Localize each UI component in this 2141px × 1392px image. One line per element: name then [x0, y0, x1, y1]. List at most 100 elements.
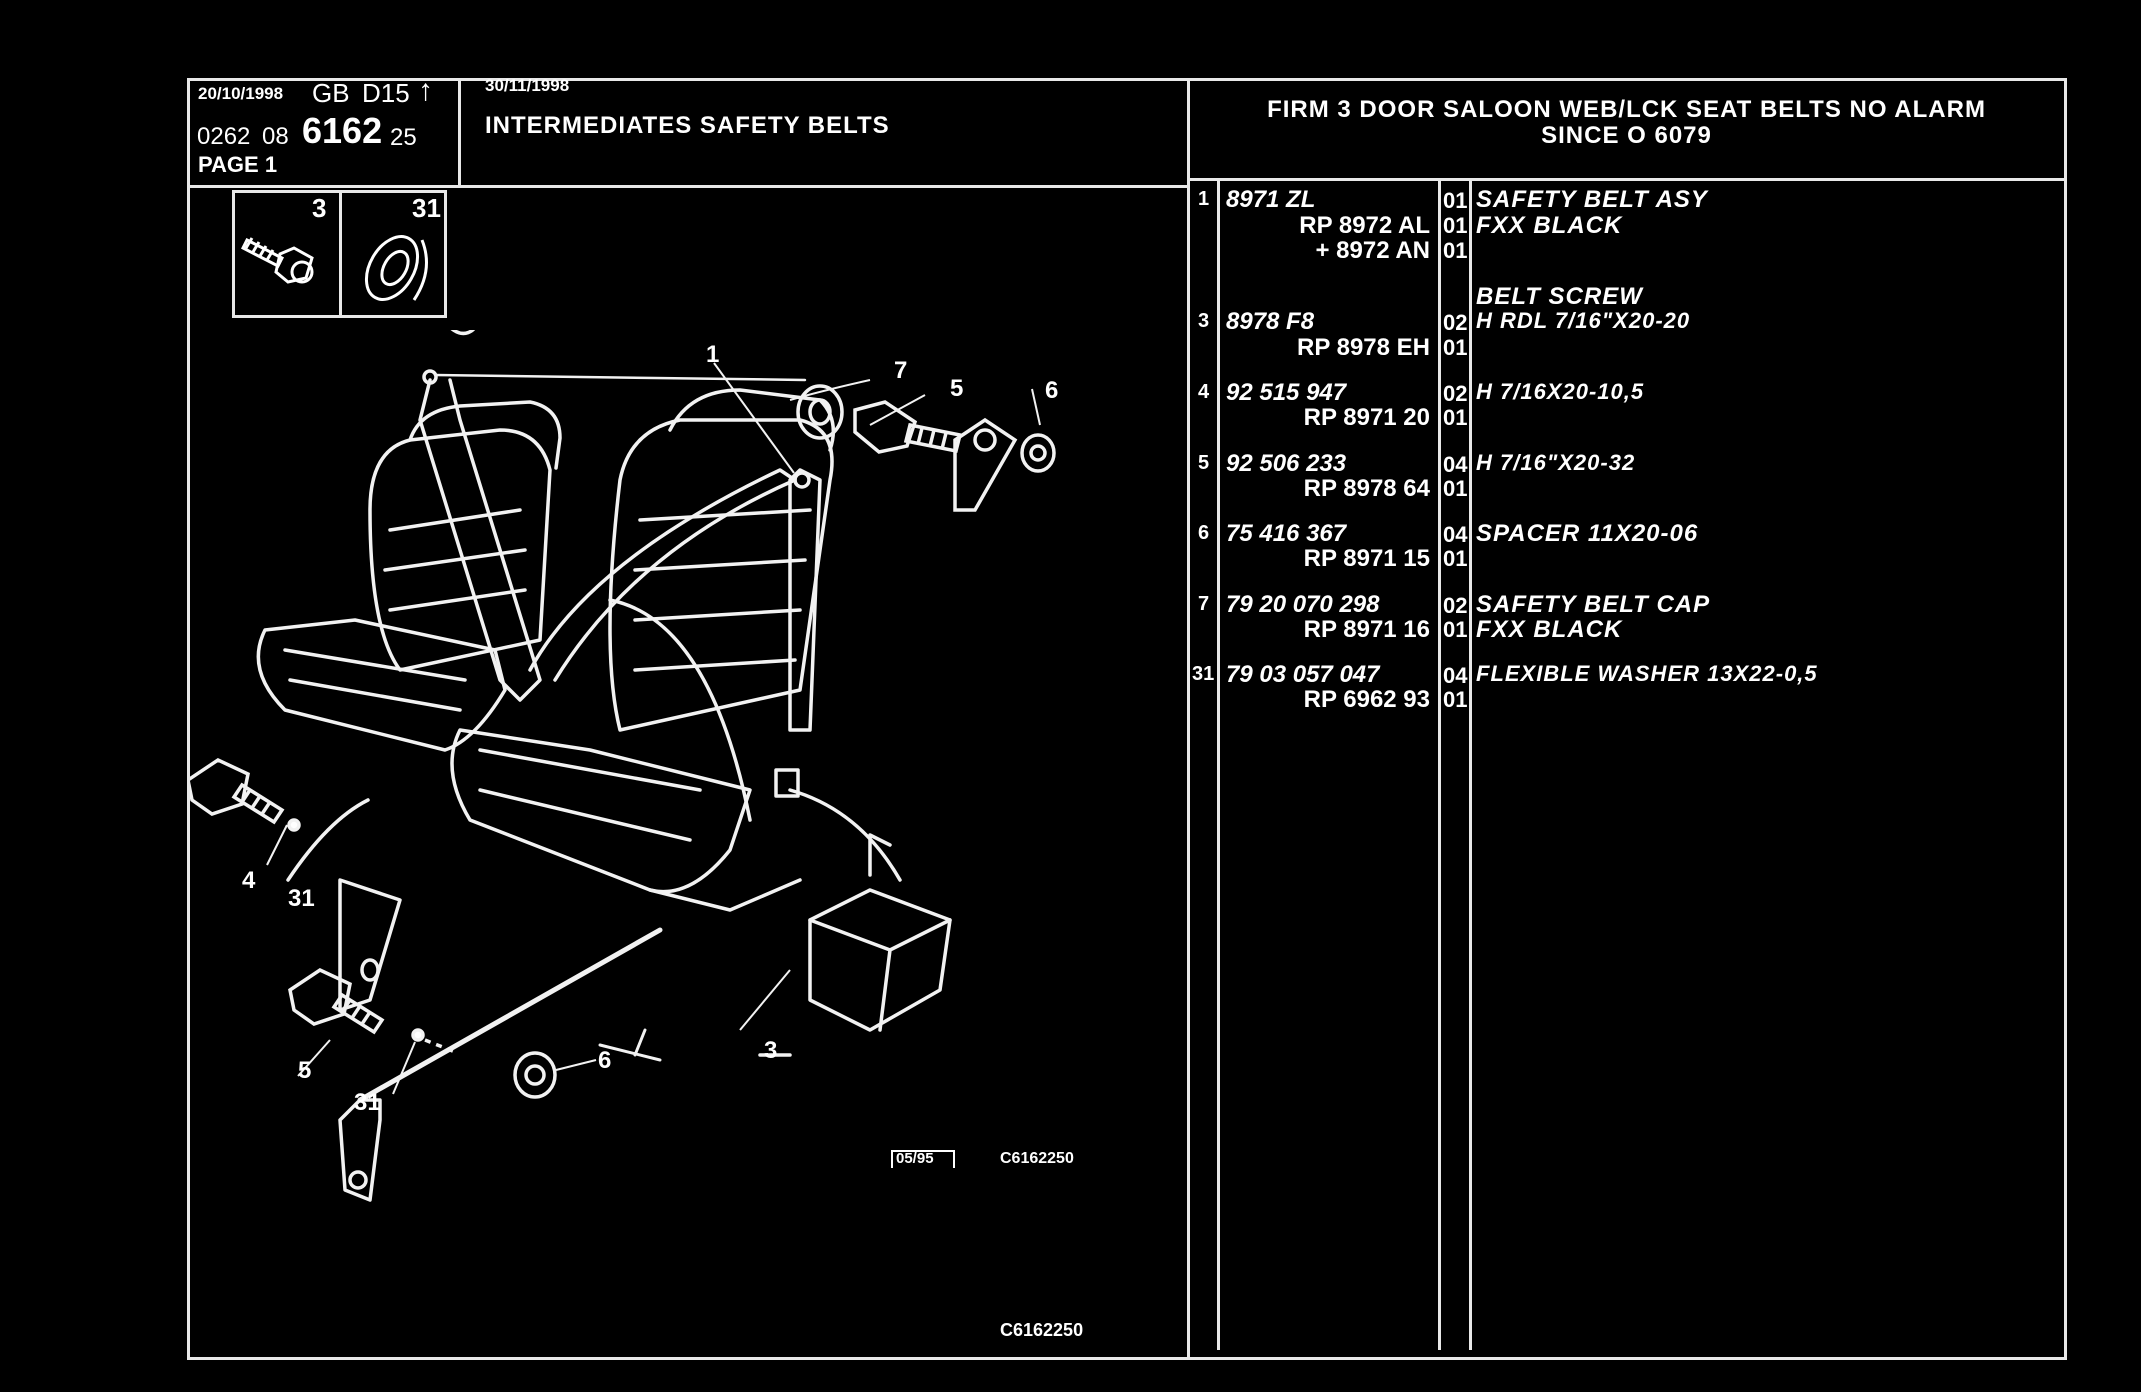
part-quantity: 02: [1443, 381, 1468, 406]
item-number: 5: [1198, 452, 1210, 474]
callout-6: 6: [1045, 377, 1058, 404]
callout-31-lower: 31: [354, 1089, 381, 1116]
header-page: PAGE 1: [198, 152, 278, 177]
part-reference: 79 20 070 298: [1226, 591, 1380, 618]
table-col-qty-left: [1438, 180, 1441, 1350]
replacement-reference: RP 8978 64: [1303, 475, 1430, 502]
stamp-code: C6162250: [1000, 1150, 1074, 1167]
part-reference: 92 506 233: [1226, 450, 1347, 477]
part-quantity: 02: [1443, 593, 1468, 618]
cap-part-7: [439, 330, 481, 336]
inset-drawings: [240, 235, 428, 301]
replacement-reference: RP 8971 20: [1303, 404, 1430, 431]
part-description-detail: FXX BLACK: [1476, 212, 1623, 239]
header-divider-left: [190, 185, 1188, 188]
callout-1: 1: [706, 341, 719, 368]
replacement-quantity: 01: [1443, 405, 1468, 430]
part-reference: 8978 F8: [1226, 308, 1315, 335]
section-title: INTERMEDIATES SAFETY BELTS: [485, 112, 890, 139]
header-market: GB: [312, 78, 350, 108]
anchor-plate-upper: [953, 417, 1018, 512]
part-description: SAFETY BELT CAP: [1476, 591, 1711, 618]
header-vertical-divider: [458, 80, 461, 186]
part-reference: 92 515 947: [1226, 379, 1347, 406]
part-description: FLEXIBLE WASHER 13X22-0,5: [1476, 661, 1818, 686]
diagram-table-divider: [1187, 80, 1190, 1358]
callout-4: 4: [242, 867, 256, 894]
part-description: H 7/16X20-10,5: [1476, 379, 1645, 404]
stamp-date-box: [891, 1150, 955, 1168]
replacement-quantity: 01: [1443, 687, 1468, 712]
inset-label-3: 3: [312, 193, 327, 223]
footer-code: C6162250: [1000, 1320, 1084, 1340]
part-reference: 8971 ZL: [1226, 186, 1316, 213]
buckle-anchor: [338, 1098, 382, 1202]
table-col-qty-right: [1469, 180, 1472, 1350]
part-description-detail: FXX BLACK: [1476, 616, 1623, 643]
washer-icon: [364, 235, 428, 301]
replacement-quantity: 01: [1443, 335, 1468, 360]
replacement-quantity: 01: [1443, 213, 1468, 238]
header-ref-prefix-1: 0262: [197, 123, 251, 150]
callout-31-left: 31: [288, 885, 315, 912]
part-quantity: 04: [1443, 452, 1468, 477]
replacement-reference: + 8972 AN: [1315, 237, 1430, 264]
replacement-reference: RP 8972 AL: [1299, 212, 1430, 239]
item-number: 7: [1198, 593, 1210, 615]
part-description: H RDL 7/16"X20-20: [1476, 308, 1691, 333]
front-seat-back: [608, 418, 834, 732]
part-description: SAFETY BELT ASY: [1476, 186, 1708, 213]
retractor-box: [808, 888, 952, 1032]
replacement-quantity: 01: [1443, 238, 1468, 263]
part-description: SPACER 11X20-06: [1476, 520, 1699, 547]
header-arrow: ↑: [418, 74, 433, 107]
stamp-date: 05/95: [896, 1150, 934, 1167]
safety-belt-diagram: 1 7 5 6 4 31 5 31 6 3: [190, 330, 1058, 1202]
item-number: 1: [1198, 188, 1210, 210]
header-code: D15: [362, 78, 410, 108]
header-date: 20/10/1998: [198, 84, 284, 103]
rear-seat-cushion: [256, 618, 507, 752]
item-number: 6: [1198, 522, 1210, 544]
part-reference: 75 416 367: [1226, 520, 1347, 547]
header-ref-prefix-2: 08: [262, 123, 289, 150]
replacement-reference: RP 6962 93: [1303, 686, 1430, 713]
table-col-item: [1217, 180, 1220, 1350]
part-quantity: 04: [1443, 522, 1468, 547]
callout-7: 7: [894, 357, 907, 384]
replacement-quantity: 01: [1443, 476, 1468, 501]
header-ref-main: 6162: [302, 110, 383, 151]
replacement-reference: RP 8971 15: [1303, 545, 1430, 572]
part-quantity: 04: [1443, 663, 1468, 688]
replacement-reference: RP 8971 16: [1303, 616, 1430, 643]
lap-belt: [528, 468, 797, 682]
callout-6-lower: 6: [598, 1047, 611, 1074]
floor-anchor-left: [338, 878, 402, 1012]
shoulder-belt-rear: [418, 378, 542, 702]
header-update-date: 30/11/1998: [485, 76, 570, 95]
header-divider-right: [1188, 178, 2065, 181]
header-ref-suffix: 25: [390, 124, 417, 151]
screw-icon: [240, 237, 314, 284]
inset-divider: [339, 190, 342, 318]
callout-5-lower: 5: [298, 1057, 311, 1084]
part-reference: 79 03 057 047: [1226, 661, 1380, 688]
part-quantity: 02: [1443, 310, 1468, 335]
item-number: 31: [1192, 663, 1215, 685]
item-number: 3: [1198, 310, 1210, 332]
replacement-quantity: 01: [1443, 617, 1468, 642]
buckle-strap: [357, 927, 663, 1103]
spacer-6-lower: [513, 1051, 557, 1099]
part-description-heading: BELT SCREW: [1476, 283, 1643, 310]
item-number: 4: [1198, 381, 1210, 403]
replacement-reference: RP 8978 EH: [1297, 334, 1430, 361]
callout-5: 5: [950, 375, 963, 402]
part-description: H 7/16"X20-32: [1476, 450, 1636, 475]
model-title-line1: FIRM 3 DOOR SALOON WEB/LCK SEAT BELTS NO…: [1267, 96, 1986, 123]
part-quantity: 01: [1443, 188, 1468, 213]
callout-3: 3: [764, 1037, 777, 1064]
bolt-5-upper: [853, 400, 918, 454]
belt-cap-7: [796, 384, 844, 440]
rear-seat-back: [368, 428, 552, 672]
sheet-frame: [187, 78, 2067, 1360]
